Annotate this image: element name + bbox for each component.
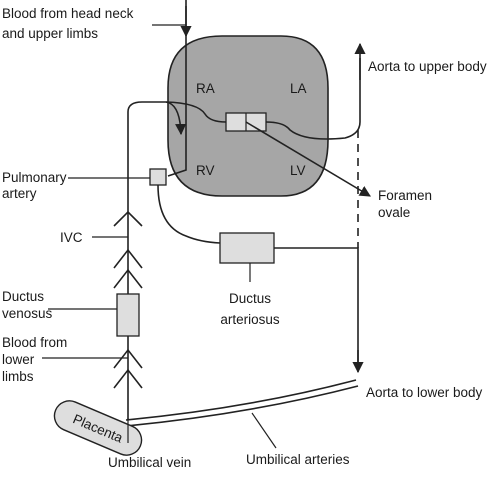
label-foramen-1: Foramen	[378, 188, 432, 203]
lower-chevron-2	[113, 368, 143, 389]
label-blood-lower-2: lower	[2, 352, 35, 367]
ivc-chevron-3	[113, 268, 143, 289]
placenta: Placenta	[53, 400, 143, 456]
label-ductus-arteriosus-2: arteriosus	[220, 312, 280, 327]
label-pulmonary-1: Pulmonary	[2, 170, 67, 185]
label-blood-lower-1: Blood from	[2, 335, 67, 350]
label-pulmonary-2: artery	[2, 186, 37, 201]
label-aorta-lower: Aorta to lower body	[366, 385, 483, 400]
lower-chevron-1	[113, 348, 143, 369]
ra-label: RA	[196, 81, 215, 96]
pointer-umbilical-arteries	[251, 412, 277, 449]
ductus-arteriosus-box	[219, 232, 275, 264]
descending-aorta	[274, 247, 359, 362]
umbilical-artery-inner	[125, 385, 359, 427]
label-ductus-venosus-1: Ductus	[2, 289, 44, 304]
pulmonary-to-ductus	[157, 184, 221, 244]
pulmonary-artery-box	[149, 168, 167, 186]
label-ductus-venosus-2: venosus	[2, 306, 53, 321]
label-blood-lower-3: limbs	[2, 369, 34, 384]
label-ductus-arteriosus-1: Ductus	[229, 291, 271, 306]
label-blood-head-1: Blood from head neck	[2, 6, 134, 21]
la-label: LA	[290, 81, 307, 96]
ra-curve	[127, 101, 227, 170]
label-umbilical-arteries: Umbilical arteries	[246, 452, 350, 467]
ivc-chevron-2	[113, 248, 143, 269]
svc-inside-heart	[167, 36, 187, 177]
ivc-chevron-1	[113, 210, 143, 227]
label-blood-head-2: and upper limbs	[2, 26, 98, 41]
label-foramen-2: ovale	[378, 205, 410, 220]
ra-inflow-arrow	[165, 101, 187, 136]
label-umbilical-vein: Umbilical vein	[108, 455, 191, 470]
rv-label: RV	[196, 163, 215, 178]
umbilical-artery-outer	[125, 379, 357, 421]
foramen-ovale-pointer	[245, 121, 371, 197]
label-ivc: IVC	[60, 230, 83, 245]
ductus-venosus-box	[116, 293, 140, 337]
lv-label: LV	[290, 163, 306, 178]
label-aorta-upper: Aorta to upper body	[368, 59, 487, 74]
